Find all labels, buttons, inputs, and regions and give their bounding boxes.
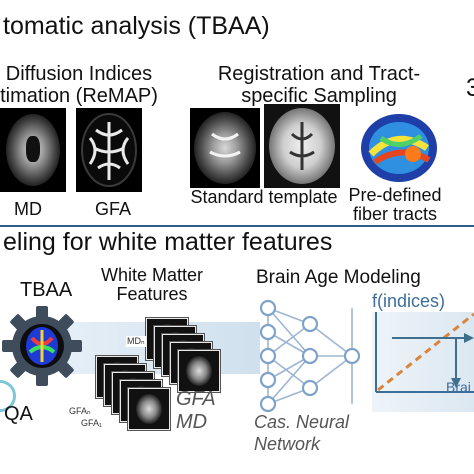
wm-features-label: White Matter Features (100, 265, 204, 305)
brain-age-modeling-label: Brain Age Modeling (256, 267, 421, 288)
cas-network-label: Cas. Neural Network (254, 412, 350, 454)
predefined-tracts-caption: Pre-defined fiber tracts (348, 185, 442, 224)
tbaa-label: TBAA (20, 279, 73, 301)
tbaa-gear-icon (0, 304, 84, 388)
bottom-title: eling for white matter features (3, 228, 333, 256)
neural-network-diagram (252, 294, 372, 418)
md-caption: MD (14, 199, 42, 219)
f-indices-label: f(indices) (372, 291, 446, 311)
md-n-label: MDₙ (126, 336, 146, 347)
template-scan-image-2 (264, 104, 340, 188)
gfa-scan-image (76, 108, 142, 192)
fiber-tracts-image (357, 108, 441, 188)
gfa-caption: GFA (94, 199, 131, 219)
qa-label: QA (4, 403, 33, 425)
gfa-1-label: GFA₁ (80, 418, 104, 428)
template-scan-image-1 (190, 108, 260, 188)
diffusion-indices-label: Diffusion Indices timation (ReMAP) (0, 63, 158, 107)
gfa-md-label: GFA MD (176, 388, 216, 433)
registration-label: Registration and Tract- specific Samplin… (217, 63, 421, 107)
gfa-n-label: GFAₙ (68, 406, 92, 417)
section-divider (0, 225, 474, 227)
brain-age-axis-label: Brai (446, 379, 471, 395)
top-title: tomatic analysis (TBAA) (3, 12, 270, 40)
age-plot-axes (372, 312, 474, 412)
md-scan-image (0, 108, 66, 192)
step-number: 3 (466, 74, 474, 102)
standard-template-caption: Standard template (190, 187, 338, 207)
